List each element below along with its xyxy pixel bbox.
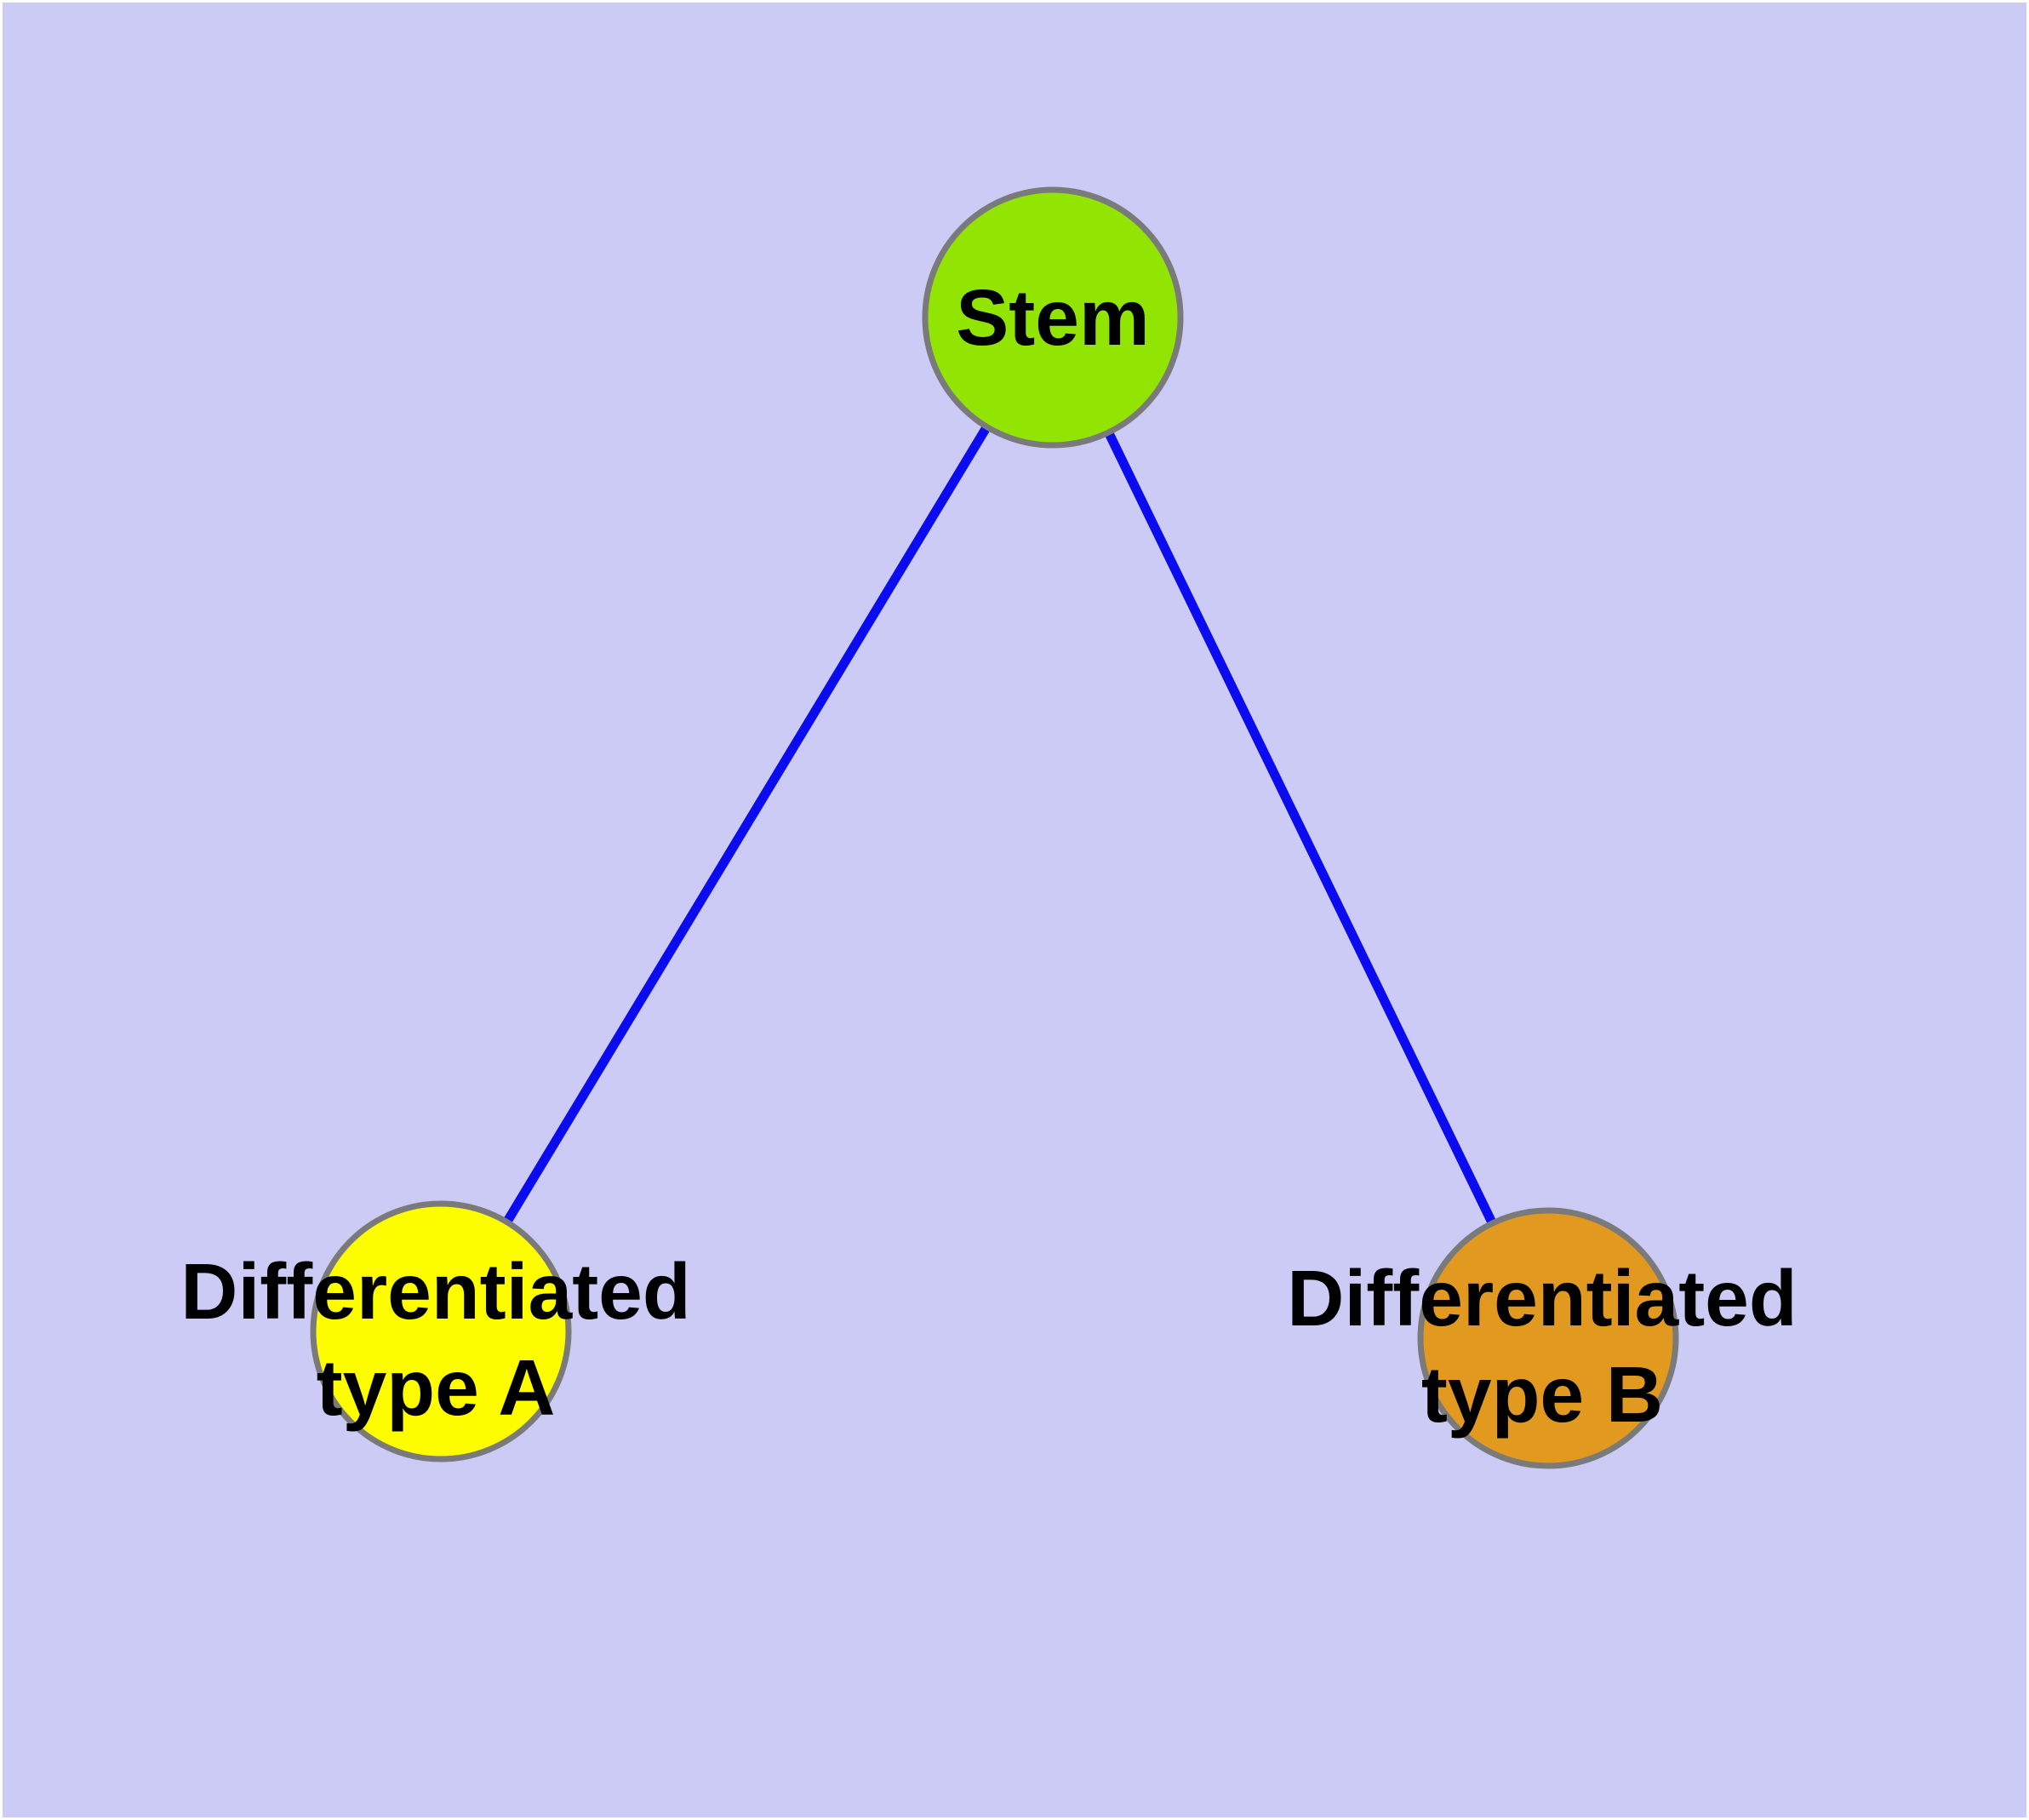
stem-node-label: Stem — [956, 273, 1149, 362]
type-a-node-label-line2: type A — [317, 1343, 556, 1432]
edge-stem-to-type-a — [437, 315, 1057, 1334]
stem-node-circle — [922, 186, 1184, 449]
edge-stem-to-type-b — [1049, 315, 1552, 1341]
type-a-node-circle — [310, 1200, 572, 1462]
type-b-node-circle — [1417, 1207, 1679, 1469]
type-b-node-label-line2: type B — [1421, 1350, 1663, 1439]
type-a-node-label-line1: Differentiated — [180, 1247, 690, 1336]
type-b-node-label-line1: Differentiated — [1287, 1254, 1797, 1342]
